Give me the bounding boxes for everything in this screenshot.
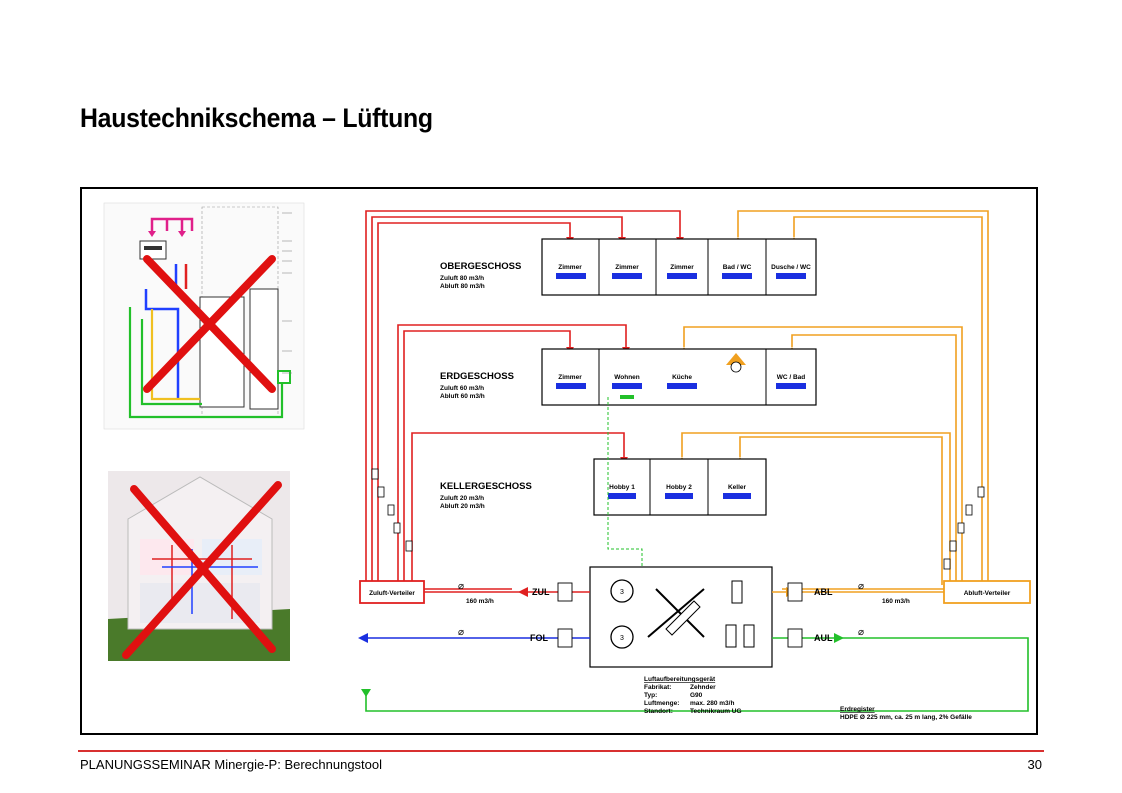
- duct-label-zul: ZUL: [532, 587, 550, 597]
- ground-register-detail: HDPE Ø 225 mm, ca. 25 m lang, 2% Gefälle: [840, 714, 972, 721]
- damper-symbols: [371, 468, 985, 570]
- duct-label-fol: FOL: [530, 633, 548, 643]
- unit-spec-key: Fabrikat:: [644, 684, 671, 691]
- ventilation-unit: 3 3: [589, 566, 773, 668]
- schema-frame: OBERGESCHOSS Zuluft 80 m3/h Abluft 80 m3…: [80, 187, 1038, 735]
- floor-og-name: OBERGESCHOSS: [440, 261, 521, 272]
- room-og-2: Zimmer: [615, 264, 639, 271]
- footer-text: PLANUNGSSEMINAR Minergie-P: Berechnungst…: [80, 757, 383, 772]
- unit-spec-value: G90: [690, 692, 703, 699]
- unit-spec-value: Zehnder: [690, 684, 716, 691]
- extract-distributor: Abluft-Verteiler: [943, 580, 1031, 604]
- room-eg-2: Wohnen: [614, 374, 640, 381]
- floor-og-abluft: Abluft 80 m3/h: [440, 283, 485, 290]
- room-og-1: Zimmer: [558, 264, 582, 271]
- room-og-4: Bad / WC: [723, 264, 752, 271]
- ground-register: Erdregister HDPE Ø 225 mm, ca. 25 m lang…: [840, 706, 972, 721]
- floor-eg: ERDGESCHOSS Zuluft 60 m3/h Abluft 60 m3/…: [440, 371, 514, 400]
- svg-text:3: 3: [620, 589, 624, 596]
- unit-spec-key: Luftmenge:: [644, 700, 679, 707]
- room-eg-3: Küche: [672, 374, 692, 381]
- flow-label-right: 160 m3/h: [882, 598, 910, 605]
- floor-eg-zuluft: Zuluft 60 m3/h: [440, 385, 484, 392]
- floor-eg-abluft: Abluft 60 m3/h: [440, 393, 485, 400]
- heat-pump-drawing: [103, 202, 305, 430]
- unit-spec-key: Standort:: [644, 708, 673, 715]
- rooms-og: Zimmer Zimmer Zimmer Bad / WC Dusche / W…: [541, 238, 817, 296]
- floor-og: OBERGESCHOSS Zuluft 80 m3/h Abluft 80 m3…: [440, 261, 521, 290]
- duct-label-abl: ABL: [814, 587, 833, 597]
- ground-register-heading: Erdregister: [840, 706, 875, 713]
- unit-spec-heading: Luftaufbereitungsgerät: [644, 676, 716, 683]
- valve-icon: ⌀: [458, 627, 464, 638]
- room-eg-1: Zimmer: [558, 374, 582, 381]
- svg-text:Abluft-Verteiler: Abluft-Verteiler: [964, 590, 1011, 597]
- svg-text:3: 3: [620, 635, 624, 642]
- room-kg-1: Hobby 1: [609, 484, 635, 491]
- extract-ducts: [681, 210, 989, 590]
- unit-spec: Luftaufbereitungsgerät Fabrikat:Zehnder …: [644, 676, 742, 715]
- unit-spec-key: Typ:: [644, 692, 657, 699]
- house-illustration: [108, 471, 290, 661]
- supply-ducts: [365, 210, 681, 590]
- slide-title: Haustechnikschema – Lüftung: [80, 103, 433, 133]
- unit-spec-value: max. 280 m3/h: [690, 700, 734, 707]
- flow-label-left: 160 m3/h: [466, 598, 494, 605]
- floor-kg-zuluft: Zuluft 20 m3/h: [440, 495, 484, 502]
- floor-og-zuluft: Zuluft 80 m3/h: [440, 275, 484, 282]
- unit-spec-value: Technikraum UG: [690, 708, 742, 715]
- floor-eg-name: ERDGESCHOSS: [440, 371, 514, 382]
- rooms-kg: Hobby 1 Hobby 2 Keller: [593, 458, 767, 516]
- duct-label-aul: AUL: [814, 633, 833, 643]
- floor-kg-name: KELLERGESCHOSS: [440, 481, 532, 492]
- room-eg-4: WC / Bad: [777, 374, 806, 381]
- silencers: [557, 582, 803, 648]
- floor-kg: KELLERGESCHOSS Zuluft 20 m3/h Abluft 20 …: [440, 481, 532, 510]
- floor-kg-abluft: Abluft 20 m3/h: [440, 503, 485, 510]
- supply-distributor: Zuluft-Verteiler: [359, 580, 425, 604]
- kitchen-bypass-line: [607, 397, 643, 573]
- ventilation-schema: OBERGESCHOSS Zuluft 80 m3/h Abluft 80 m3…: [103, 202, 1031, 721]
- room-og-5: Dusche / WC: [771, 264, 811, 271]
- footer-rule: [78, 750, 1044, 752]
- valve-icon: ⌀: [858, 627, 864, 638]
- page-number: 30: [1027, 757, 1042, 772]
- room-og-3: Zimmer: [670, 264, 694, 271]
- valve-icon: ⌀: [458, 581, 464, 592]
- room-kg-3: Keller: [728, 484, 747, 491]
- rooms-eg: Zimmer Wohnen Küche WC / Bad: [541, 348, 817, 406]
- valve-icon: ⌀: [858, 581, 864, 592]
- room-kg-2: Hobby 2: [666, 484, 692, 491]
- svg-text:Zuluft-Verteiler: Zuluft-Verteiler: [369, 590, 415, 597]
- kitchen-hood-icon: [726, 353, 746, 373]
